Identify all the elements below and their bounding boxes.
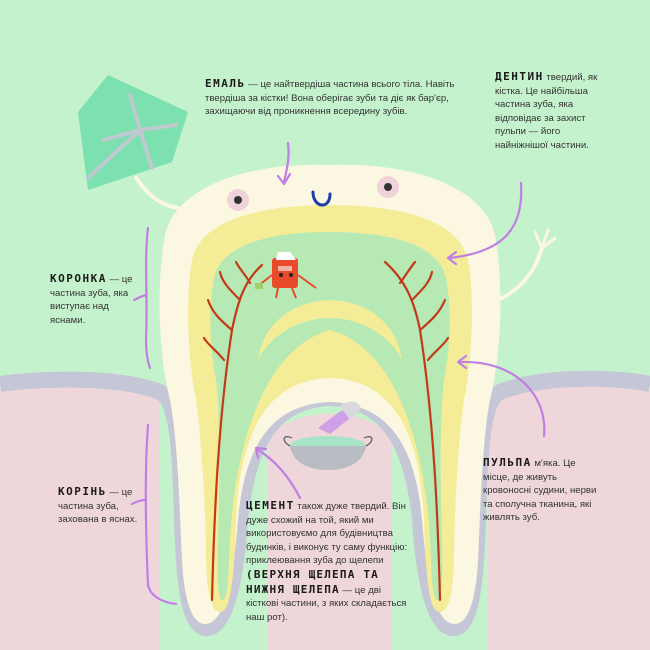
- pulp-label: ПУЛЬПА м'яка. Це місце, де живуть кровон…: [483, 456, 597, 524]
- gum: [0, 379, 160, 650]
- pulp-layer: [210, 232, 450, 600]
- mouth: [311, 190, 332, 207]
- shield-icon: [78, 75, 188, 190]
- dentin-inner: [258, 300, 402, 360]
- gum-middle: [268, 413, 392, 650]
- arm-right: [496, 246, 544, 302]
- pointer-arrows: [130, 141, 546, 606]
- nerves: [202, 260, 450, 602]
- book-character-icon: [255, 252, 317, 299]
- enamel-label: ЕМАЛЬ — це найтвердіша частина всього ті…: [205, 77, 455, 118]
- cement-label: ЦЕМЕНТ також дуже твердий. Він дуже схож…: [246, 499, 408, 623]
- trowel-icon: [318, 401, 361, 434]
- crown-label: КОРОНКА — це частина зуба, яка виступає …: [50, 272, 133, 326]
- gum-right: [488, 378, 650, 650]
- mortar-bowl-icon: [283, 436, 373, 470]
- arm-left: [134, 176, 180, 210]
- root-label: КОРІНЬ — це частина зуба, захована в ясн…: [58, 485, 138, 526]
- dentin-label: ДЕНТИН твердий, як кістка. Це найбільша …: [495, 70, 598, 151]
